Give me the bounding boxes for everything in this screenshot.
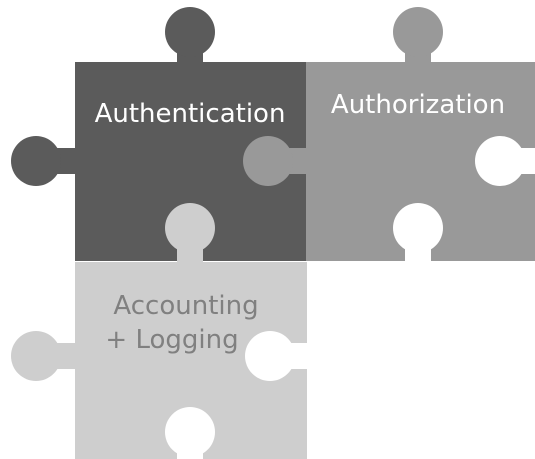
accounting-label-line1: Accounting	[113, 291, 258, 321]
authentication-piece: Authentication	[11, 7, 308, 264]
accounting-label-line2: + Logging	[105, 325, 238, 355]
authorization-label: Authorization	[331, 90, 505, 120]
accounting-piece: Accounting + Logging	[11, 262, 312, 459]
authentication-label: Authentication	[95, 99, 286, 129]
